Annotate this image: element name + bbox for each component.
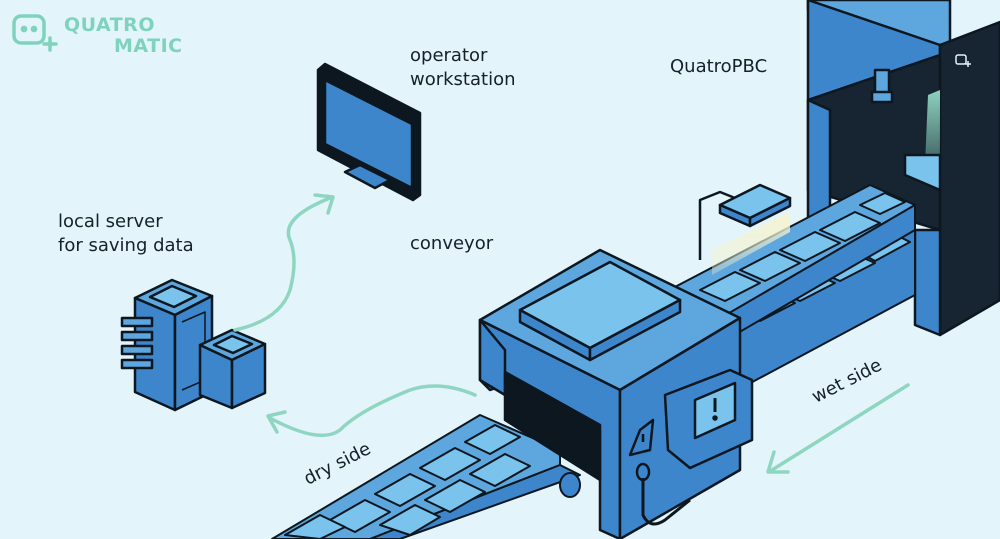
quatromatic-logo-icon [12,14,58,52]
quatropbc-machine [806,0,1000,337]
brand-name-line1: QUATRO [64,14,155,36]
warning-triangle-icon [628,418,655,457]
machine-logo-icon [955,54,971,67]
arrow-to-server [268,384,477,438]
data-flow-arrows [233,193,910,474]
label-conveyor: conveyor [410,233,494,254]
conveyor-belt-dry [271,414,581,539]
monitor-icon [316,62,422,202]
brand-name-line2: MATIC [114,35,183,57]
label-operator-workstation: operator workstation [410,45,516,90]
inspection-machine [478,248,754,539]
label-quatropbc: QuatroPBC [670,56,768,77]
alert-screen-icon [663,368,754,470]
label-local-server: local server for saving data [58,211,194,256]
scanner-lamp [698,183,792,275]
arrow-wet-side [770,383,910,472]
arrow-to-workstation [233,196,332,332]
server-icon [120,278,267,412]
camera-icon [870,68,894,104]
